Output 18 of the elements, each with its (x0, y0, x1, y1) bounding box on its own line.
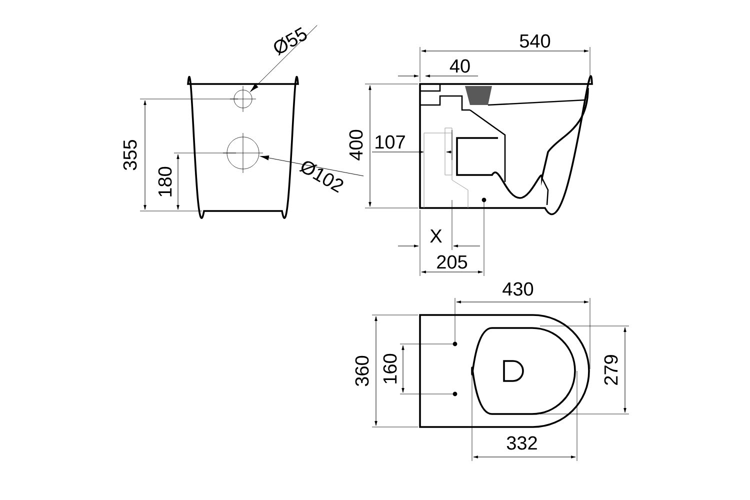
leader-line (250, 25, 318, 92)
dimension-label: 540 (520, 34, 550, 48)
dimension-label: 430 (502, 282, 534, 296)
leader-text: Ø102 (298, 161, 344, 193)
dimension-label: X (430, 229, 442, 243)
dimension-label: 400 (349, 130, 363, 160)
dimension-label: 355 (123, 140, 137, 170)
dimension-label: 360 (355, 356, 369, 386)
dimension-label: 160 (383, 354, 397, 384)
dimension-label: 180 (158, 166, 172, 196)
dimension-label: 205 (437, 255, 468, 269)
leader-line (260, 156, 364, 176)
leader-text: Ø55 (274, 27, 307, 56)
hole-circle (234, 90, 252, 108)
dimension-label: 40 (450, 59, 470, 73)
dimension-label: 107 (376, 135, 405, 149)
dimension-label: 279 (604, 355, 618, 385)
dimension-label: 332 (506, 436, 537, 450)
